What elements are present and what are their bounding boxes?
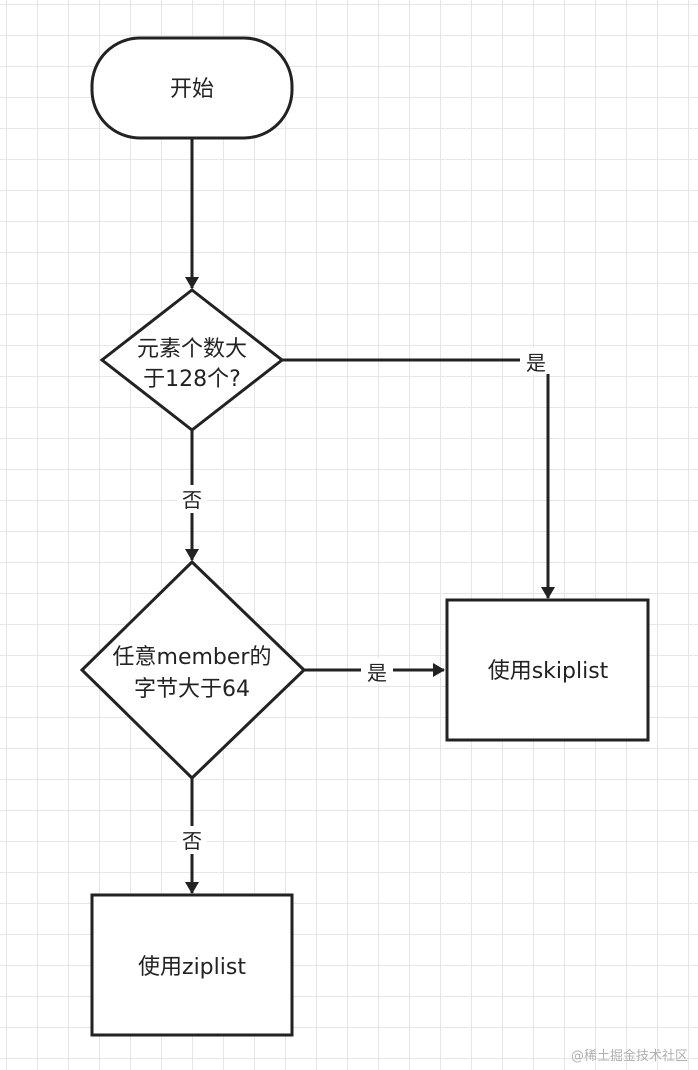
edge-label-decision2-no: 否 — [182, 829, 202, 853]
ziplist-node-shape — [90, 893, 294, 1037]
decision2-label-line2: 字节大于64 — [134, 677, 250, 702]
edge-label-bg — [361, 658, 393, 684]
decision1-label-line2: 于128个? — [143, 367, 241, 392]
decision2-label-line1: 任意member的 — [113, 645, 272, 670]
watermark: @稀土掘金技术社区 — [570, 1049, 688, 1064]
start-node: 开始 — [90, 36, 294, 140]
ziplist-node-label: 使用ziplist — [138, 955, 246, 980]
start-node-shape — [90, 36, 294, 140]
skiplist-node-label: 使用skiplist — [488, 659, 609, 684]
edge-decision1-yes — [282, 358, 555, 599]
decision2-node: 任意member的 字节大于64 — [79, 559, 307, 781]
decision1-node: 元素个数大 于128个? — [99, 288, 285, 432]
edge-label-decision2-yes: 是 — [367, 661, 387, 685]
ziplist-node: 使用ziplist — [90, 893, 294, 1037]
skiplist-node-shape — [445, 598, 650, 742]
decision2-shape — [79, 559, 307, 781]
edge-label-bg — [177, 485, 207, 513]
edge-label-bg — [520, 348, 552, 374]
edge-label-decision1-no: 否 — [182, 488, 202, 512]
skiplist-node: 使用skiplist — [445, 598, 650, 742]
decision1-label-line1: 元素个数大 — [137, 337, 247, 362]
edge-label-bg — [177, 826, 207, 854]
edge-label-decision1-yes: 是 — [526, 351, 546, 375]
start-node-label: 开始 — [170, 77, 214, 102]
